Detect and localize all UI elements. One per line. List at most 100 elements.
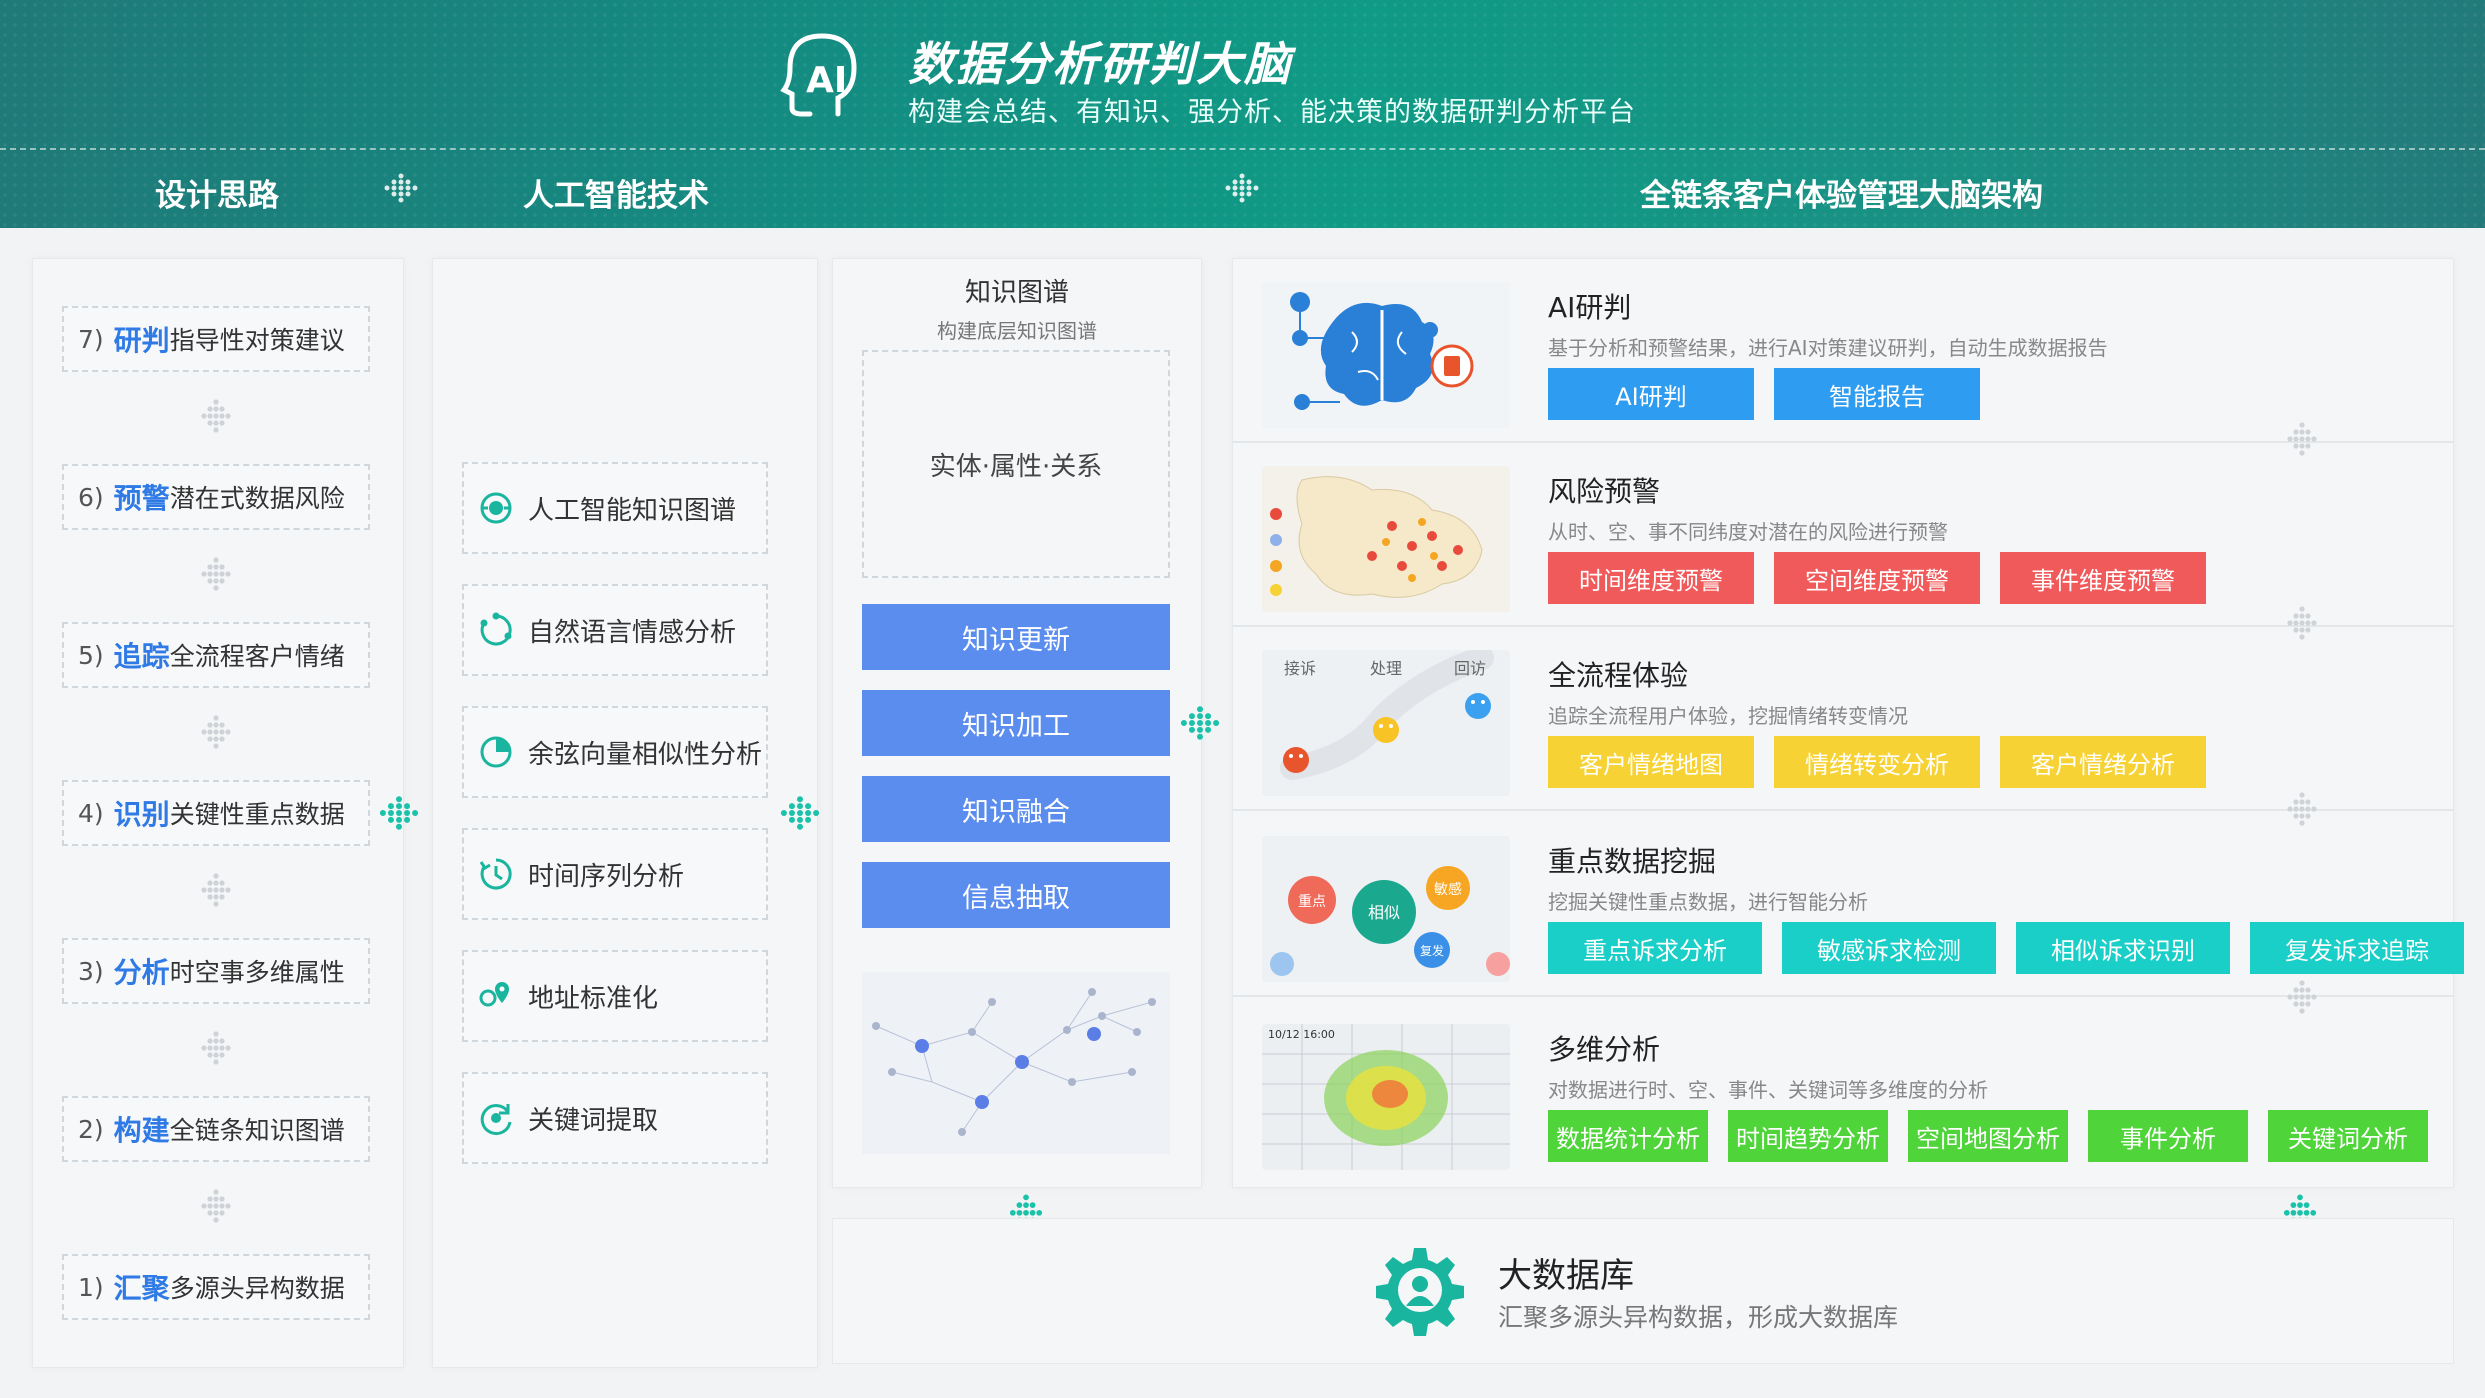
arch-card: 接诉处理回访全流程体验追踪全流程用户体验，挖掘情绪转变情况客户情绪地图情绪转变分…	[1232, 636, 2454, 811]
section-ai-tech: 人工智能技术	[523, 178, 709, 214]
page-title: 数据分析研判大脑	[908, 37, 1292, 91]
target-icon	[480, 492, 512, 524]
risk-map-thumb	[1262, 466, 1510, 612]
design-step: 7)研判指导性对策建议	[62, 306, 370, 372]
emotion-thumb: 接诉处理回访	[1262, 650, 1510, 796]
card-action-button[interactable]: 情绪转变分析	[1774, 736, 1980, 788]
design-step: 2)构建全链条知识图谱	[62, 1096, 370, 1162]
arch-card: 风险预警从时、空、事不同纬度对潜在的风险进行预警时间维度预警空间维度预警事件维度…	[1232, 452, 2454, 627]
up-arrow-icon	[2287, 980, 2317, 1014]
card-desc: 追踪全流程用户体验，挖掘情绪转变情况	[1548, 704, 1908, 728]
step-text: 全链条知识图谱	[169, 1116, 345, 1145]
card-title: AI研判	[1548, 291, 1632, 324]
right-arrow-icon	[384, 173, 418, 203]
database-desc: 汇聚多源头异构数据，形成大数据库	[1498, 1303, 1899, 1332]
tech-label: 余弦向量相似性分析	[528, 739, 763, 770]
card-action-button[interactable]: AI研判	[1548, 368, 1754, 420]
card-action-button[interactable]: 关键词分析	[2268, 1110, 2428, 1162]
design-step: 6)预警潜在式数据风险	[62, 464, 370, 530]
card-action-button[interactable]: 相似诉求识别	[2016, 922, 2230, 974]
database-panel	[832, 1218, 2454, 1364]
step-number: 2)	[78, 1114, 104, 1144]
tech-item: 人工智能知识图谱	[462, 462, 768, 554]
emotion-stage: 回访	[1454, 659, 1486, 678]
card-action-button[interactable]: 数据统计分析	[1548, 1110, 1708, 1162]
up-arrow-icon	[2287, 792, 2317, 826]
up-arrow-icon	[201, 715, 231, 749]
card-thumbnail: 10/12 16:00	[1262, 1024, 1510, 1170]
card-action-button[interactable]: 时间趋势分析	[1728, 1110, 1888, 1162]
step-number: 1)	[78, 1272, 104, 1302]
card-buttons: 时间维度预警空间维度预警事件维度预警	[1548, 552, 2206, 604]
step-keyword: 预警	[113, 482, 170, 515]
card-title: 多维分析	[1548, 1033, 1661, 1066]
kg-button[interactable]: 知识加工	[862, 690, 1170, 756]
step-text: 全流程客户情绪	[169, 642, 345, 671]
right-arrow-icon	[379, 796, 419, 830]
card-action-button[interactable]: 事件维度预警	[2000, 552, 2206, 604]
bubble-label: 相似	[1368, 903, 1400, 922]
pie-icon	[480, 736, 512, 768]
card-action-button[interactable]: 重点诉求分析	[1548, 922, 1762, 974]
kg-button[interactable]: 知识更新	[862, 604, 1170, 670]
card-buttons: 数据统计分析时间趋势分析空间地图分析事件分析关键词分析	[1548, 1110, 2428, 1162]
card-action-button[interactable]: 复发诉求追踪	[2250, 922, 2464, 974]
kg-network-thumb	[862, 972, 1170, 1154]
step-keyword: 分析	[113, 956, 170, 989]
kg-subtitle: 构建底层知识图谱	[937, 319, 1097, 343]
step-text: 关键性重点数据	[169, 800, 345, 829]
up-arrow-icon	[201, 399, 231, 433]
card-action-button[interactable]: 时间维度预警	[1548, 552, 1754, 604]
card-action-button[interactable]: 空间地图分析	[1908, 1110, 2068, 1162]
card-buttons: 重点诉求分析敏感诉求检测相似诉求识别复发诉求追踪	[1548, 922, 2464, 974]
card-desc: 对数据进行时、空、事件、关键词等多维度的分析	[1548, 1078, 1988, 1102]
card-action-button[interactable]: 智能报告	[1774, 368, 1980, 420]
card-desc: 挖掘关键性重点数据，进行智能分析	[1548, 890, 1868, 914]
tech-item: 时间序列分析	[462, 828, 768, 920]
design-step: 5)追踪全流程客户情绪	[62, 622, 370, 688]
heatmap-thumb: 10/12 16:00	[1262, 1024, 1510, 1170]
kg-entity-box: 实体·属性·关系	[862, 350, 1170, 578]
card-action-button[interactable]: 事件分析	[2088, 1110, 2248, 1162]
card-title: 风险预警	[1548, 475, 1661, 508]
up-arrow-icon	[2287, 606, 2317, 640]
step-keyword: 汇聚	[113, 1272, 170, 1305]
up-arrow-icon	[201, 873, 231, 907]
right-arrow-icon	[1225, 173, 1259, 203]
up-arrow-icon	[201, 1031, 231, 1065]
step-keyword: 识别	[113, 798, 170, 831]
svg-text:AI: AI	[806, 60, 847, 101]
card-action-button[interactable]: 空间维度预警	[1774, 552, 1980, 604]
network-graph-icon	[872, 988, 1156, 1136]
section-design: 设计思路	[155, 178, 279, 214]
card-desc: 基于分析和预警结果，进行AI对策建议研判，自动生成数据报告	[1548, 336, 2108, 360]
arch-card: 10/12 16:00 多维分析对数据进行时、空、事件、关键词等多维度的分析数据统…	[1232, 1010, 2454, 1185]
cycle-icon	[480, 612, 512, 646]
right-arrow-icon	[1180, 706, 1220, 740]
tech-item: 地址标准化	[462, 950, 768, 1042]
kg-button[interactable]: 信息抽取	[862, 862, 1170, 928]
design-step: 4)识别关键性重点数据	[62, 780, 370, 846]
card-action-button[interactable]: 敏感诉求检测	[1782, 922, 1996, 974]
card-thumbnail	[1262, 282, 1510, 428]
tech-label: 地址标准化	[528, 983, 659, 1014]
tech-label: 时间序列分析	[528, 861, 685, 892]
card-action-button[interactable]: 客户情绪地图	[1548, 736, 1754, 788]
emotion-stage: 接诉	[1284, 659, 1316, 678]
step-text: 多源头异构数据	[169, 1274, 345, 1303]
card-action-button[interactable]: 客户情绪分析	[2000, 736, 2206, 788]
bubble-label: 重点	[1298, 894, 1326, 910]
step-text: 时空事多维属性	[169, 958, 345, 987]
tech-item: 自然语言情感分析	[462, 584, 768, 676]
location-icon	[479, 982, 509, 1007]
step-number: 3)	[78, 956, 104, 986]
card-thumbnail: 重点相似敏感复发	[1262, 836, 1510, 982]
step-number: 6)	[78, 482, 104, 512]
gear-user-icon	[1376, 1248, 1464, 1336]
step-keyword: 研判	[113, 324, 170, 357]
kg-button[interactable]: 知识融合	[862, 776, 1170, 842]
kg-title: 知识图谱	[964, 278, 1069, 308]
card-title: 重点数据挖掘	[1548, 845, 1717, 878]
